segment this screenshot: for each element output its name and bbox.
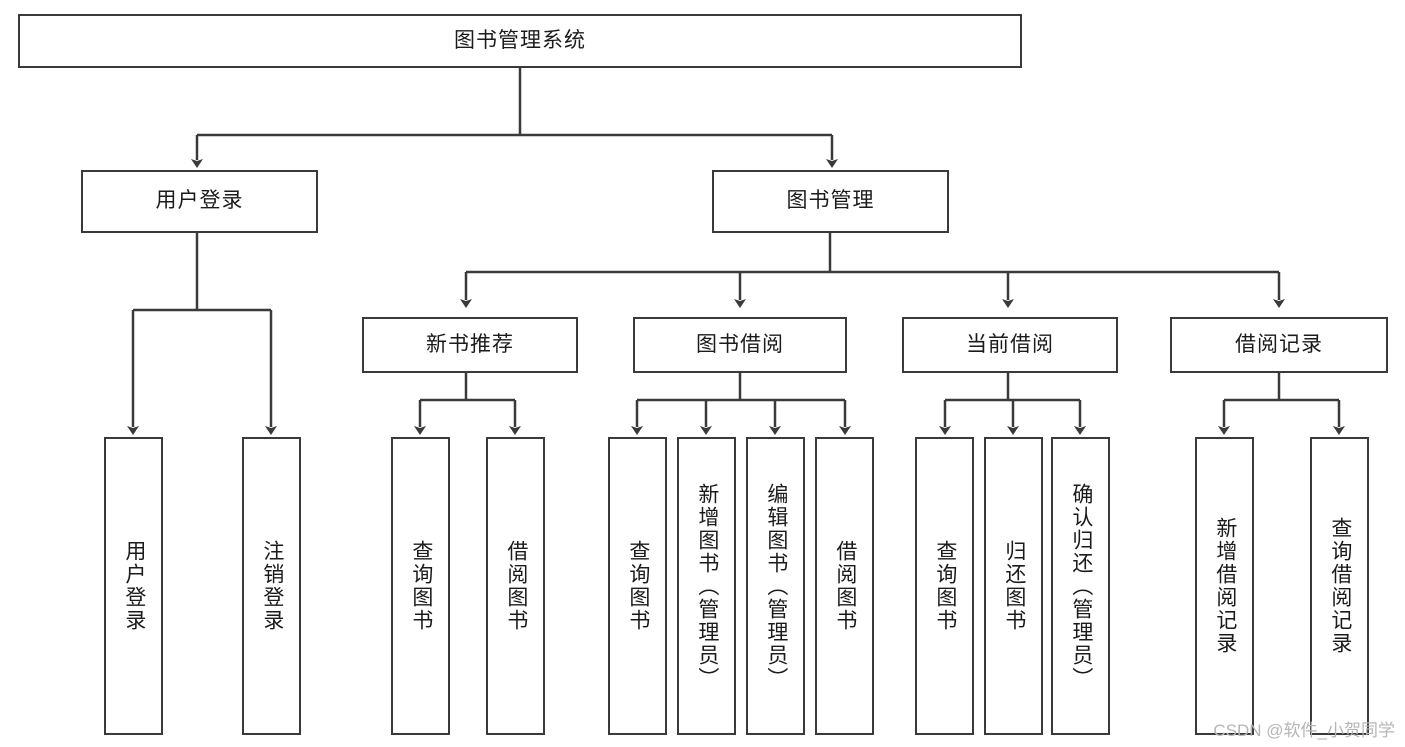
leaf-user-login-label: 用户登录 [122,540,146,632]
leaf-query-book-2[interactable]: 查询图书 [608,437,667,735]
node-current-borrow-label: 当前借阅 [966,332,1054,356]
leaf-query-book-3[interactable]: 查询图书 [915,437,974,735]
leaf-edit-book-label: 编辑图书（管理员） [764,482,788,690]
leaf-add-record[interactable]: 新增借阅记录 [1195,437,1254,735]
leaf-query-record-label: 查询借阅记录 [1328,517,1352,655]
leaf-add-record-label: 新增借阅记录 [1213,517,1237,655]
node-new-book-recommend-label: 新书推荐 [426,332,514,356]
leaf-add-book[interactable]: 新增图书（管理员） [677,437,736,735]
leaf-borrow-book-2-label: 借阅图书 [833,540,857,632]
node-book-manage-label: 图书管理 [786,189,875,213]
node-book-manage[interactable]: 图书管理 [712,170,949,233]
leaf-query-book-2-label: 查询图书 [626,540,650,632]
node-borrow-record-label: 借阅记录 [1235,332,1323,356]
leaf-query-book-1-label: 查询图书 [409,540,433,632]
node-user-login-label: 用户登录 [155,189,244,213]
leaf-return-book-label: 归还图书 [1002,540,1026,632]
leaf-borrow-book-1[interactable]: 借阅图书 [486,437,545,735]
leaf-return-book[interactable]: 归还图书 [984,437,1043,735]
node-current-borrow[interactable]: 当前借阅 [902,317,1118,373]
node-root-label: 图书管理系统 [454,28,586,52]
node-new-book-recommend[interactable]: 新书推荐 [362,317,578,373]
leaf-borrow-book-2[interactable]: 借阅图书 [815,437,874,735]
leaf-user-login[interactable]: 用户登录 [104,437,163,735]
node-book-borrow-label: 图书借阅 [696,332,784,356]
leaf-edit-book[interactable]: 编辑图书（管理员） [746,437,805,735]
leaf-confirm-return[interactable]: 确认归还（管理员） [1051,437,1110,735]
node-book-borrow[interactable]: 图书借阅 [633,317,847,373]
leaf-logout-login[interactable]: 注销登录 [242,437,301,735]
leaf-borrow-book-1-label: 借阅图书 [504,540,528,632]
leaf-logout-login-label: 注销登录 [260,540,284,632]
node-root[interactable]: 图书管理系统 [18,14,1022,68]
leaf-query-book-3-label: 查询图书 [933,540,957,632]
node-borrow-record[interactable]: 借阅记录 [1170,317,1388,373]
leaf-add-book-label: 新增图书（管理员） [695,482,719,690]
leaf-query-book-1[interactable]: 查询图书 [391,437,450,735]
node-user-login[interactable]: 用户登录 [81,170,318,233]
leaf-confirm-return-label: 确认归还（管理员） [1069,482,1093,690]
leaf-query-record[interactable]: 查询借阅记录 [1310,437,1369,735]
